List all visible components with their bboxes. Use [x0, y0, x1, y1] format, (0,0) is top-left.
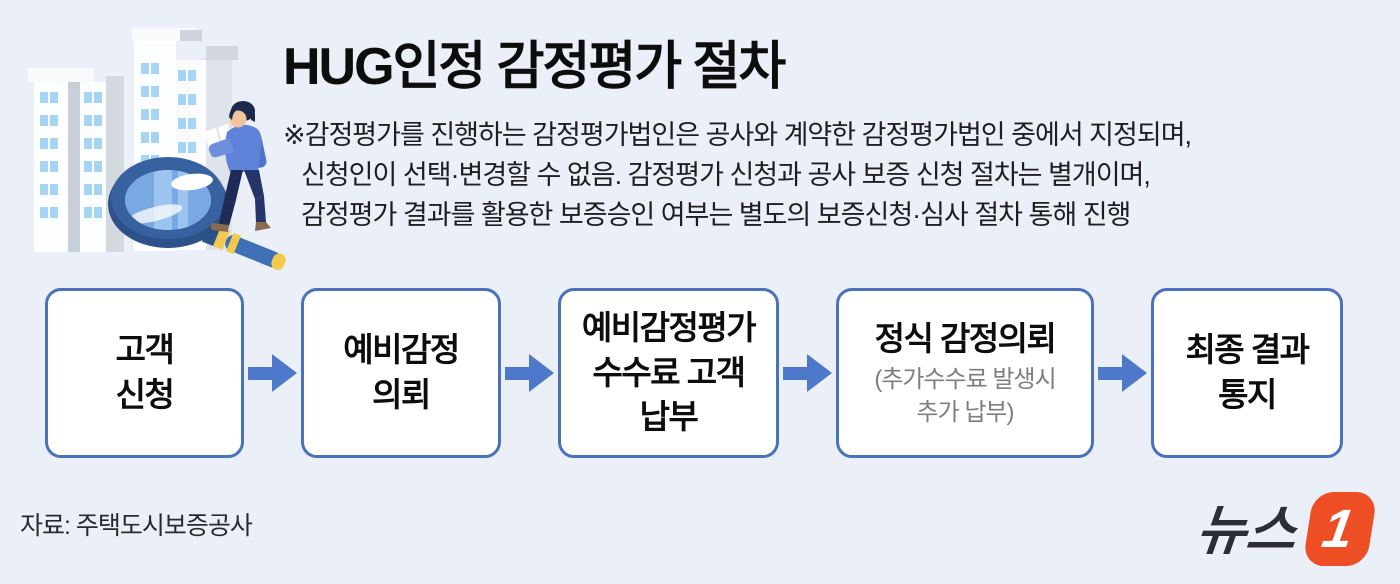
step-label-line: 신청	[115, 376, 175, 413]
page-title: HUG인정 감정평가 절차	[283, 38, 786, 96]
step-label-line: 정식 감정의뢰	[874, 320, 1057, 358]
step-label-line: 의뢰	[372, 376, 431, 413]
step-label-line: 최종 결과	[1185, 331, 1310, 369]
process-flow: 고객 신청 예비감정 의뢰 예비감정평가 수수료 고객 납부 정식 감정의뢰 (…	[45, 288, 1357, 458]
note-line: 감정평가 결과를 활용한 보증승인 여부는 별도의 보증신청·심사 절차 통해 …	[301, 200, 1131, 230]
header: HUG인정 감정평가 절차 ※감정평가를 진행하는 감정평가법인은 공사와 계약…	[283, 24, 1383, 235]
note-line: ※감정평가를 진행하는 감정평가법인은 공사와 계약한 감정평가법인 중에서 지…	[283, 120, 1192, 150]
source-attribution: 자료: 주택도시보증공사	[20, 512, 253, 540]
flow-step-fee-payment: 예비감정평가 수수료 고객 납부	[558, 288, 779, 458]
step-label-line: 예비감정평가	[581, 308, 757, 346]
news1-logo-badge-icon: 1	[1302, 491, 1378, 566]
flow-step-preliminary-request: 예비감정 의뢰	[301, 288, 501, 458]
arrow-right-icon	[244, 353, 301, 393]
step-label-line: 납부	[639, 398, 699, 436]
flow-step-customer-request: 고객 신청	[45, 288, 244, 458]
arrow-right-icon	[779, 353, 836, 393]
step-label-line: 통지	[1218, 376, 1277, 413]
step-sub-line: 추가 납부)	[916, 399, 1015, 427]
note-text: ※감정평가를 진행하는 감정평가법인은 공사와 계약한 감정평가법인 중에서 지…	[283, 115, 1383, 235]
arrow-right-icon	[501, 353, 558, 393]
person-reading-icon	[204, 101, 271, 232]
step-label-line: 예비감정	[343, 331, 460, 369]
flow-step-final-notice: 최종 결과 통지	[1151, 288, 1343, 458]
news1-logo: 뉴스 1	[1193, 486, 1378, 571]
step-label-line: 고객	[115, 331, 175, 369]
step-sub-line: (추가수수료 발생시	[874, 366, 1056, 394]
step-label-line: 수수료 고객	[592, 353, 746, 391]
arrow-right-icon	[1094, 353, 1151, 393]
buildings-magnifier-illustration	[28, 28, 286, 270]
flow-step-official-appraisal: 정식 감정의뢰 (추가수수료 발생시 추가 납부)	[836, 288, 1094, 458]
news1-logo-text: 뉴스	[1193, 501, 1299, 561]
note-line: 신청인이 선택·변경할 수 없음. 감정평가 신청과 공사 보증 신청 절차는 …	[301, 160, 1151, 190]
news1-logo-badge-digit: 1	[1318, 498, 1358, 559]
magnifier-icon	[108, 157, 286, 270]
